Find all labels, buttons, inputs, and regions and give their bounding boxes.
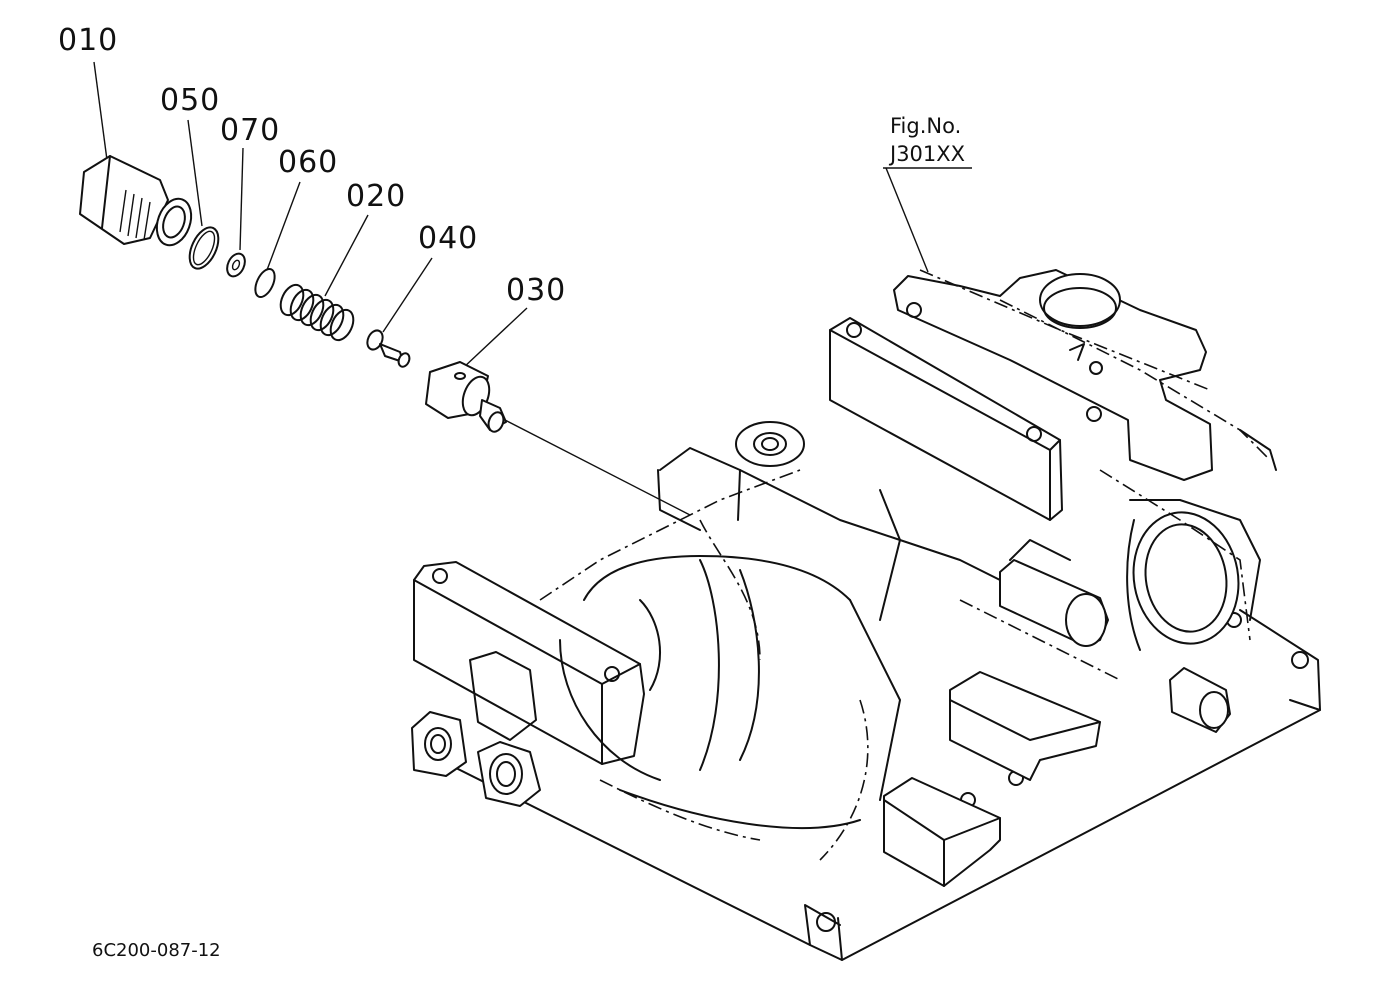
part-label-020[interactable]: 020	[346, 179, 407, 214]
fig-number-link[interactable]: J301XX	[890, 142, 966, 166]
part-010-plug	[79, 155, 193, 247]
part-020-spring	[279, 283, 355, 342]
part-040-poppet	[366, 329, 411, 368]
drawing-code: 6C200-087-12	[92, 940, 221, 961]
part-label-040[interactable]: 040	[418, 221, 479, 256]
part-label-050[interactable]: 050	[160, 83, 221, 118]
part-label-010[interactable]: 010	[58, 23, 119, 58]
fig-caption: Fig.No.	[890, 114, 962, 138]
part-label-030[interactable]: 030	[506, 273, 567, 308]
part-050-o-ring	[188, 226, 220, 270]
part-030-seat	[425, 361, 507, 433]
part-label-060[interactable]: 060	[278, 145, 339, 180]
part-label-070[interactable]: 070	[220, 113, 281, 148]
part-060-ring	[254, 267, 276, 299]
hydraulic-housing	[411, 269, 1321, 961]
part-070-washer	[226, 252, 246, 278]
